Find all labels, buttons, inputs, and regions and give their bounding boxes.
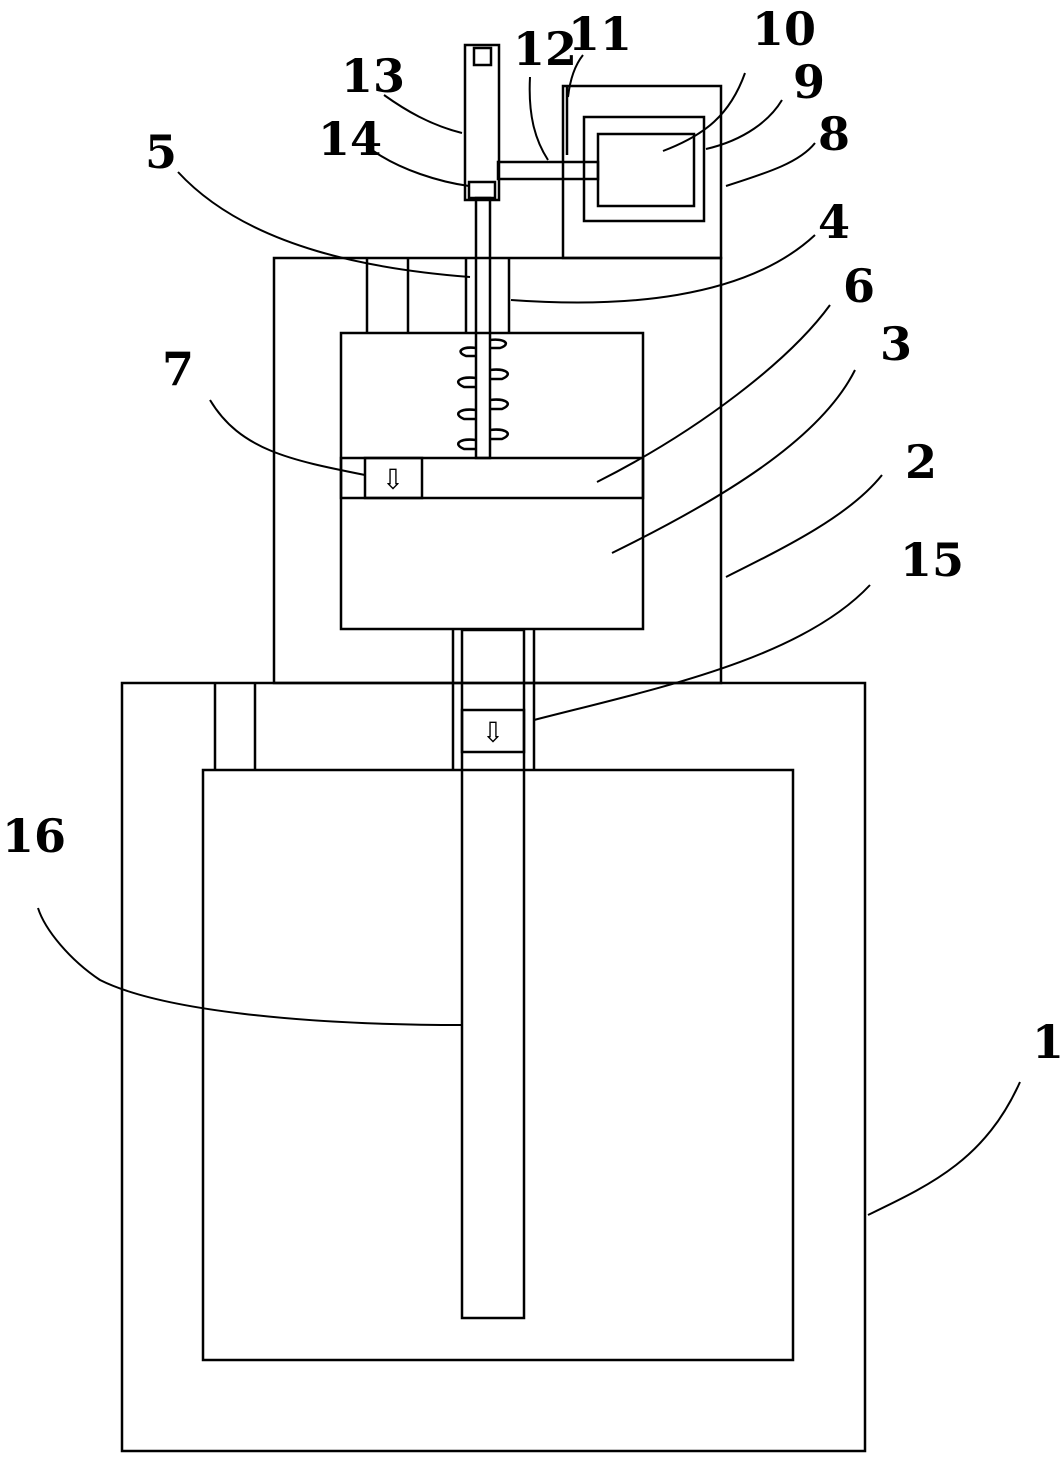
label-5: 5 [145, 125, 177, 179]
leader-1 [867, 1081, 1021, 1216]
base-housing [120, 681, 867, 1453]
pipe-valve [460, 708, 526, 754]
label-2: 2 [905, 435, 937, 489]
label-10: 10 [752, 2, 816, 56]
label-7: 7 [162, 342, 194, 396]
stirring-shaft [474, 196, 492, 460]
label-16: 16 [2, 809, 66, 863]
inner-container [201, 768, 795, 1362]
label-15: 15 [900, 533, 964, 587]
leader-10 [662, 72, 746, 152]
leader-13 [383, 94, 463, 134]
coupling [467, 180, 497, 200]
spiral-blades [457, 338, 509, 451]
lifting-column [463, 43, 501, 202]
partition-plate [339, 456, 645, 500]
leader-15 [533, 584, 871, 721]
leader-3 [611, 369, 856, 554]
label-12: 12 [513, 22, 577, 76]
leader-9 [705, 99, 783, 150]
leader-11 [567, 54, 584, 98]
leader-5 [177, 171, 471, 278]
label-6: 6 [843, 259, 875, 313]
leader-2 [725, 474, 883, 578]
motor [582, 115, 706, 223]
leader-16 [37, 907, 463, 1026]
label-4: 4 [818, 195, 850, 249]
pipe-valve-arrow-icon: ⇩ [481, 716, 504, 749]
leader-7 [209, 399, 366, 476]
tank-valve [363, 456, 424, 500]
label-3: 3 [880, 317, 912, 371]
tank-valve-arrow-icon: ⇩ [381, 463, 404, 496]
upper-frame [272, 256, 723, 685]
leader-4 [510, 234, 816, 304]
label-13: 13 [341, 49, 405, 103]
leader-12 [528, 76, 549, 161]
leader-6 [596, 304, 831, 483]
label-11: 11 [568, 7, 632, 61]
leader-14 [371, 149, 470, 187]
label-9: 9 [793, 55, 825, 109]
label-14: 14 [318, 112, 382, 166]
leader-8 [725, 142, 816, 187]
column-cap [472, 46, 493, 67]
label-8: 8 [818, 107, 850, 161]
motor-housing [561, 84, 723, 260]
label-1: 1 [1032, 1015, 1061, 1069]
